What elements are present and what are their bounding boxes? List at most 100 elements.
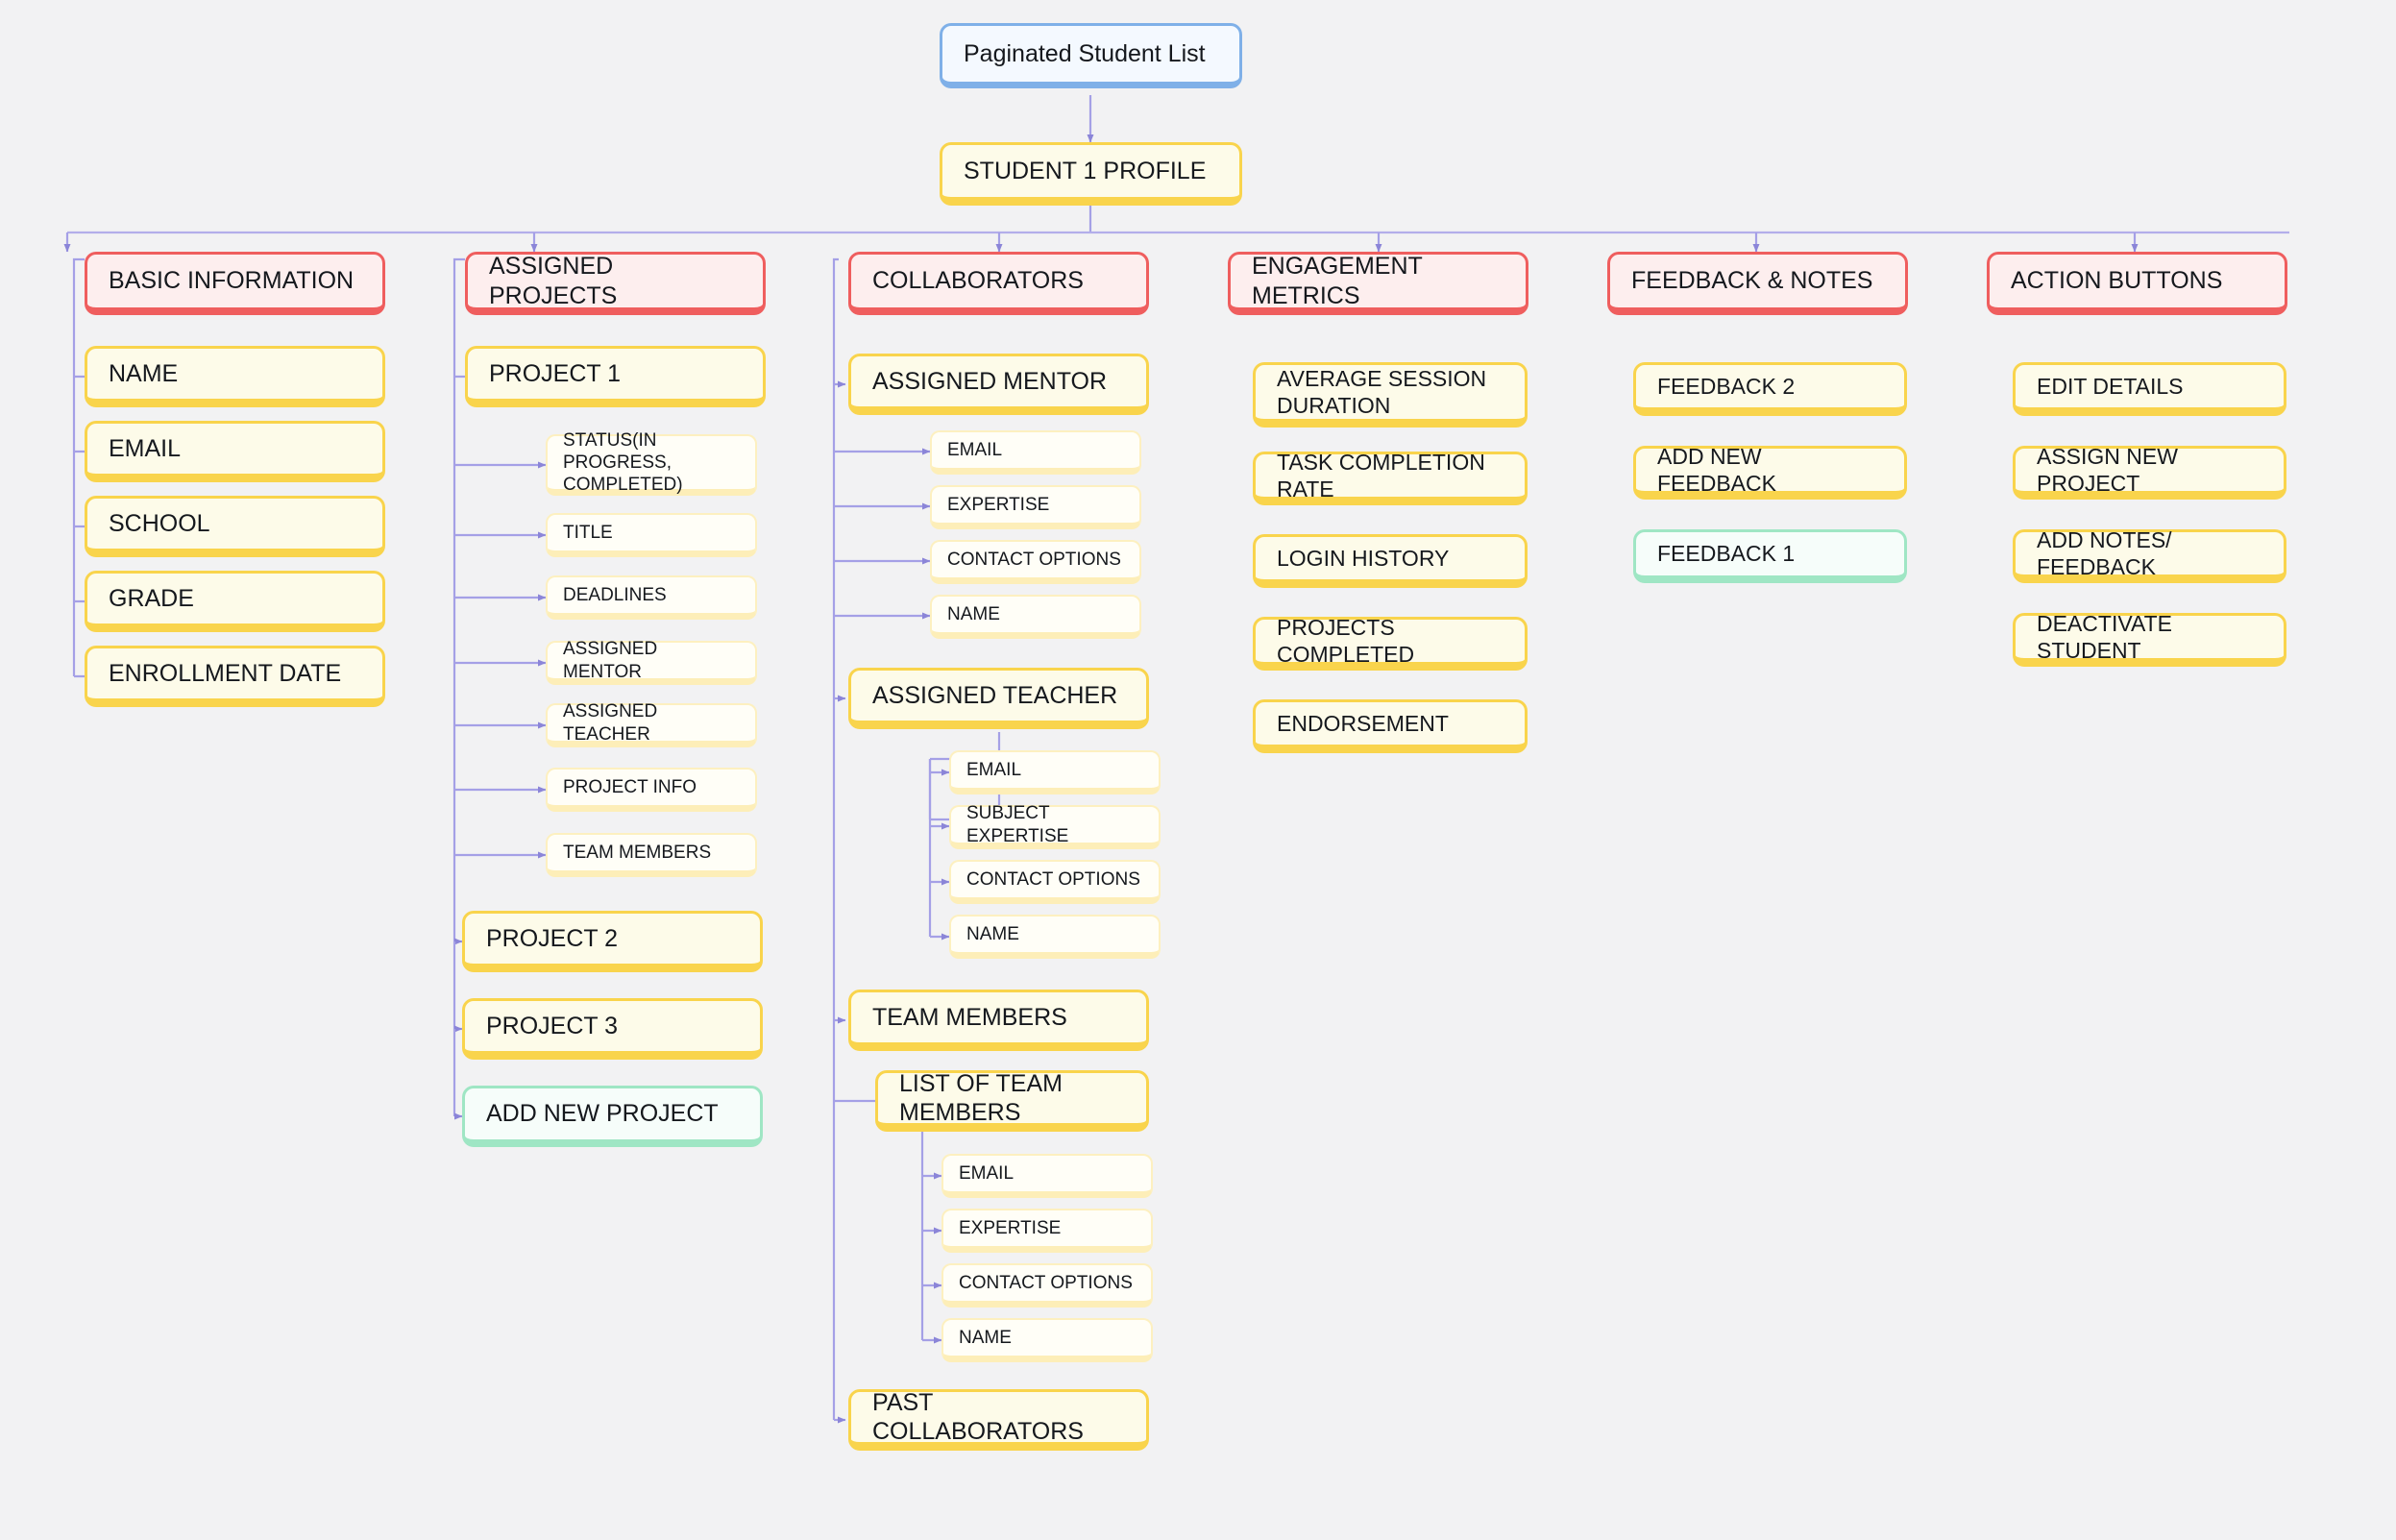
node-add-notes-feedback[interactable]: ADD NOTES/ FEEDBACK <box>2013 526 2286 583</box>
node-basic-name[interactable]: NAME <box>85 346 385 407</box>
category-label: ACTION BUTTONS <box>2011 267 2223 295</box>
category-basic-information[interactable]: BASIC INFORMATION <box>85 252 385 315</box>
node-mentor-expertise[interactable]: EXPERTISE <box>930 485 1141 529</box>
node-label: CONTACT OPTIONS <box>947 549 1121 570</box>
node-teacher-name[interactable]: NAME <box>949 915 1161 959</box>
node-login-history[interactable]: LOGIN HISTORY <box>1253 534 1528 588</box>
node-project-2[interactable]: PROJECT 2 <box>462 911 763 972</box>
node-team-expertise[interactable]: EXPERTISE <box>941 1209 1153 1253</box>
node-project-deadlines[interactable]: DEADLINES <box>546 575 757 620</box>
node-label: TITLE <box>563 522 613 543</box>
node-label: ADD NOTES/ FEEDBACK <box>2037 526 2172 579</box>
node-add-new-project[interactable]: ADD NEW PROJECT <box>462 1086 763 1147</box>
node-basic-grade[interactable]: GRADE <box>85 571 385 632</box>
node-team-name[interactable]: NAME <box>941 1318 1153 1362</box>
node-label: LIST OF TEAM MEMBERS <box>899 1069 1063 1127</box>
node-student-1-profile[interactable]: STUDENT 1 PROFILE <box>940 142 1242 206</box>
node-label: FEEDBACK 1 <box>1657 541 1796 567</box>
node-project-assigned-mentor[interactable]: ASSIGNED MENTOR <box>546 639 757 685</box>
node-label: EXPERTISE <box>947 494 1050 515</box>
category-engagement-metrics[interactable]: ENGAGEMENT METRICS <box>1228 252 1528 315</box>
node-label: EXPERTISE <box>959 1217 1062 1238</box>
category-label: BASIC INFORMATION <box>109 267 355 295</box>
node-assigned-teacher[interactable]: ASSIGNED TEACHER <box>848 668 1149 729</box>
node-mentor-contact-options[interactable]: CONTACT OPTIONS <box>930 540 1141 584</box>
node-label: NAME <box>109 359 179 387</box>
category-label: FEEDBACK & NOTES <box>1631 267 1873 295</box>
node-label: PROJECT 1 <box>489 359 622 387</box>
node-label: NAME <box>966 923 1019 944</box>
category-label: ASSIGNED PROJECTS <box>489 253 618 309</box>
node-label: ASSIGNED TEACHER <box>872 681 1118 709</box>
node-basic-enrollment-date[interactable]: ENROLLMENT DATE <box>85 646 385 707</box>
node-label: ASSIGN NEW PROJECT <box>2037 443 2178 496</box>
node-label: SUBJECT EXPERTISE <box>966 803 1069 846</box>
node-teacher-contact-options[interactable]: CONTACT OPTIONS <box>949 860 1161 904</box>
node-label: TEAM MEMBERS <box>563 842 712 863</box>
node-team-contact-options[interactable]: CONTACT OPTIONS <box>941 1263 1153 1308</box>
node-teacher-subject-expertise[interactable]: SUBJECT EXPERTISE <box>949 803 1161 849</box>
node-deactivate-student[interactable]: DEACTIVATE STUDENT <box>2013 610 2286 667</box>
node-label: TASK COMPLETION RATE <box>1277 449 1485 501</box>
node-label: PROJECT 2 <box>486 924 619 952</box>
node-label: FEEDBACK 2 <box>1657 373 1796 399</box>
node-label: DEACTIVATE STUDENT <box>2037 610 2172 663</box>
node-team-email[interactable]: EMAIL <box>941 1154 1153 1198</box>
node-label: PROJECT 3 <box>486 1012 619 1039</box>
category-feedback-notes[interactable]: FEEDBACK & NOTES <box>1607 252 1908 315</box>
node-label: NAME <box>959 1327 1012 1348</box>
node-project-1[interactable]: PROJECT 1 <box>465 346 766 407</box>
node-label: PROJECTS COMPLETED <box>1277 614 1415 667</box>
node-label: EMAIL <box>109 434 182 462</box>
node-label: CONTACT OPTIONS <box>966 868 1140 890</box>
node-project-status[interactable]: STATUS(IN PROGRESS, COMPLETED) <box>546 430 757 496</box>
node-list-of-team-members[interactable]: LIST OF TEAM MEMBERS <box>875 1070 1149 1132</box>
node-basic-email[interactable]: EMAIL <box>85 421 385 482</box>
node-label: ASSIGNED MENTOR <box>563 639 658 682</box>
node-label: EMAIL <box>947 439 1003 460</box>
node-task-completion-rate[interactable]: TASK COMPLETION RATE <box>1253 449 1528 505</box>
node-label: NAME <box>947 603 1000 624</box>
node-label: PAST COLLABORATORS <box>872 1388 1084 1446</box>
node-project-team-members[interactable]: TEAM MEMBERS <box>546 833 757 877</box>
node-project-info[interactable]: PROJECT INFO <box>546 768 757 812</box>
category-collaborators[interactable]: COLLABORATORS <box>848 252 1149 315</box>
node-assigned-mentor[interactable]: ASSIGNED MENTOR <box>848 354 1149 415</box>
node-label: EDIT DETAILS <box>2037 373 2184 399</box>
node-label: EMAIL <box>959 1162 1015 1184</box>
node-project-3[interactable]: PROJECT 3 <box>462 998 763 1060</box>
node-mentor-email[interactable]: EMAIL <box>930 430 1141 475</box>
node-past-collaborators[interactable]: PAST COLLABORATORS <box>848 1389 1149 1451</box>
node-projects-completed[interactable]: PROJECTS COMPLETED <box>1253 614 1528 671</box>
node-feedback-1[interactable]: FEEDBACK 1 <box>1633 529 1907 583</box>
category-action-buttons[interactable]: ACTION BUTTONS <box>1987 252 2287 315</box>
node-team-members[interactable]: TEAM MEMBERS <box>848 990 1149 1051</box>
node-edit-details[interactable]: EDIT DETAILS <box>2013 362 2286 416</box>
node-label: STATUS(IN PROGRESS, COMPLETED) <box>563 429 683 496</box>
node-add-new-feedback[interactable]: ADD NEW FEEDBACK <box>1633 444 1907 500</box>
node-label: GRADE <box>109 584 194 612</box>
node-mentor-name[interactable]: NAME <box>930 595 1141 639</box>
node-teacher-email[interactable]: EMAIL <box>949 750 1161 794</box>
node-label: AVERAGE SESSION DURATION <box>1277 365 1487 418</box>
category-assigned-projects[interactable]: ASSIGNED PROJECTS <box>465 252 766 315</box>
node-label: STUDENT 1 PROFILE <box>964 157 1207 184</box>
node-label: ASSIGNED MENTOR <box>872 367 1108 395</box>
node-label: TEAM MEMBERS <box>872 1003 1067 1031</box>
node-label: ASSIGNED TEACHER <box>563 701 658 745</box>
node-project-assigned-teacher[interactable]: ASSIGNED TEACHER <box>546 701 757 747</box>
node-basic-school[interactable]: SCHOOL <box>85 496 385 557</box>
node-label: EMAIL <box>966 759 1022 780</box>
node-paginated-student-list[interactable]: Paginated Student List <box>940 23 1242 88</box>
node-label: LOGIN HISTORY <box>1277 545 1450 571</box>
category-label: COLLABORATORS <box>872 267 1084 295</box>
node-average-session-duration[interactable]: AVERAGE SESSION DURATION <box>1253 362 1528 428</box>
node-label: DEADLINES <box>563 584 667 605</box>
node-assign-new-project[interactable]: ASSIGN NEW PROJECT <box>2013 443 2286 500</box>
node-feedback-2[interactable]: FEEDBACK 2 <box>1633 362 1907 416</box>
node-endorsement[interactable]: ENDORSEMENT <box>1253 699 1528 753</box>
node-project-title[interactable]: TITLE <box>546 513 757 557</box>
node-label: SCHOOL <box>109 509 210 537</box>
node-label: CONTACT OPTIONS <box>959 1272 1133 1293</box>
